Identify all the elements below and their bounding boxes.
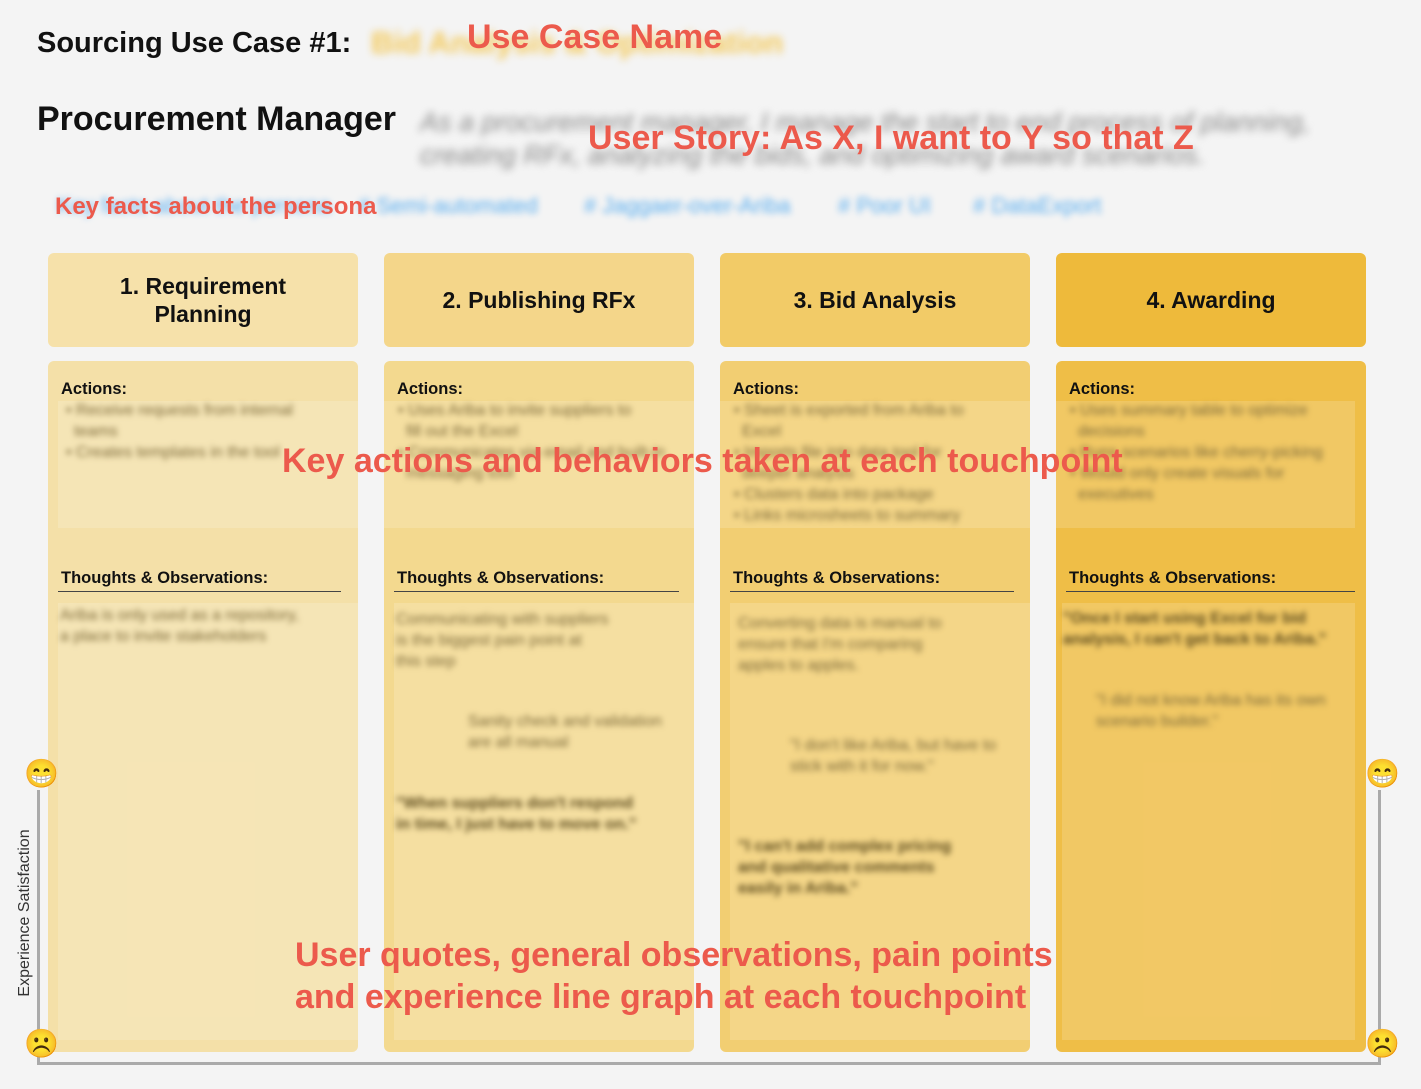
actions-label: Actions:	[61, 380, 127, 398]
overlay-use-case-name: Use Case Name	[467, 18, 723, 56]
thoughts-box	[394, 603, 694, 1040]
tag-data-export: # DataExport	[973, 193, 1102, 218]
thoughts-box	[58, 603, 358, 1040]
actions-label: Actions:	[1069, 380, 1135, 398]
actions-list: • Uses Ariba to invite suppliers to fill…	[398, 402, 666, 482]
thoughts-label: Thoughts & Observations:	[397, 569, 605, 587]
stage-card-bid-analysis	[720, 361, 1030, 1052]
stage-header-awarding: 4. Awarding	[1056, 253, 1366, 347]
actions-list: • Receive requests from internal teams• …	[66, 402, 294, 461]
stage-header-publishing-rfx: 2. Publishing RFx	[384, 253, 694, 347]
persona-title: Procurement Manager	[37, 100, 396, 138]
actions-box	[58, 401, 358, 528]
thoughts-divider	[394, 591, 679, 592]
thoughts-box	[730, 603, 1030, 1040]
use-case-title-blurred: Bid Analysis & Optimization	[371, 25, 784, 60]
stage-card-awarding	[1056, 361, 1366, 1052]
frowning-face-icon: ☹️	[1365, 1028, 1400, 1059]
use-case-title-prefix: Sourcing Use Case #1:	[37, 27, 352, 59]
tag-poor-ui: # Poor UI	[838, 193, 931, 218]
actions-box	[720, 401, 1030, 528]
actions-label: Actions:	[397, 380, 463, 398]
actions-label: Actions:	[733, 380, 799, 398]
actions-box	[1056, 401, 1355, 528]
experience-axis-label: Experience Satisfaction	[16, 829, 33, 997]
tag-jaggaer-over-ariba: # Jaggaer-over-Ariba	[584, 193, 791, 218]
thoughts-label: Thoughts & Observations:	[61, 569, 269, 587]
stage-header-requirement-planning: 1. Requirement Planning	[48, 253, 358, 347]
stage-header-bid-analysis: 3. Bid Analysis	[720, 253, 1030, 347]
actions-box	[384, 401, 694, 528]
thoughts-label: Thoughts & Observations:	[733, 569, 941, 587]
grinning-face-icon: 😁	[1365, 758, 1400, 789]
thoughts-label: Thoughts & Observations:	[1069, 569, 1277, 587]
frowning-face-icon: ☹️	[24, 1028, 59, 1059]
overlay-user-story: User Story: As X, I want to Y so that Z	[588, 119, 1194, 157]
thought-note: Ariba is only used as a repository,a pla…	[60, 607, 299, 645]
experience-axis-right	[1378, 790, 1381, 1065]
stage-card-requirement-planning	[48, 361, 358, 1052]
actions-list: • Sheet is exported from Ariba to Excel•…	[734, 402, 964, 524]
thoughts-divider	[730, 591, 1014, 592]
overlay-key-actions: Key actions and behaviors taken at each …	[282, 442, 1123, 480]
thoughts-box	[1062, 603, 1355, 1040]
thoughts-divider	[1066, 591, 1355, 592]
experience-axis-bottom	[37, 1062, 1381, 1065]
overlay-user-quotes: User quotes, general observations, pain …	[295, 936, 1053, 1016]
stage-card-publishing-rfx	[384, 361, 694, 1052]
tag-key-facts: Key facts about the persona	[57, 193, 331, 218]
thoughts-divider	[58, 591, 341, 592]
user-story-text: As a procurement manager, I manage the s…	[420, 107, 1311, 170]
actions-list: • Uses summary table to optimize decisio…	[1070, 402, 1323, 503]
experience-axis-left	[37, 790, 40, 1065]
overlay-key-facts: Key facts about the persona	[55, 193, 377, 220]
grinning-face-icon: 😁	[24, 758, 59, 789]
tag-semi-automated: # Semi-automated	[358, 193, 538, 218]
